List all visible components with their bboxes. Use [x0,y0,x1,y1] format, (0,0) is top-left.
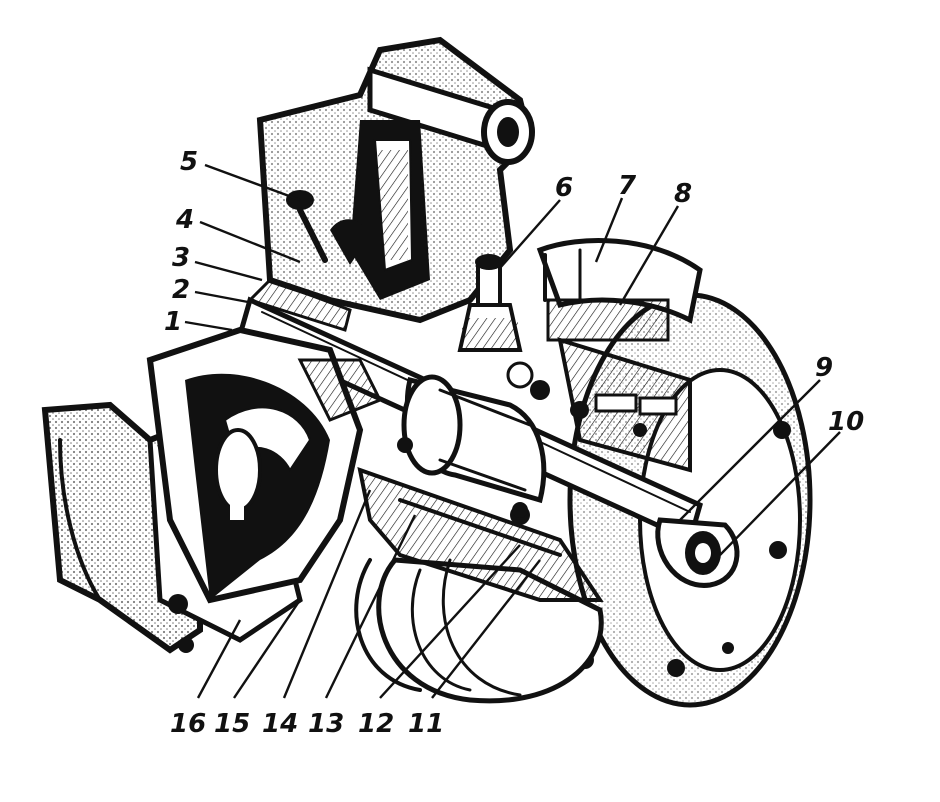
left-housing [146,326,383,604]
grease-fitting [457,254,523,352]
leader-line-1 [184,320,233,332]
callout-11: 11 [408,709,444,739]
lower-body [357,437,604,602]
leader-line-10 [719,431,841,556]
callout-15: 15 [214,709,250,739]
callout-7: 7 [618,171,637,201]
housing-upper [256,36,535,324]
leader-line-2 [194,290,249,304]
leader-line-13 [324,514,417,699]
callout-labels: 5 4 3 2 1 6 7 8 9 10 11 12 13 14 15 16 [164,147,864,739]
callout-9: 9 [815,353,833,383]
callout-4: 4 [175,205,194,235]
leader-line-4 [199,220,301,264]
callout-8: 8 [674,179,692,209]
callout-2: 2 [172,275,190,305]
callout-16: 16 [170,709,206,739]
leader-line-5 [204,163,301,202]
leader-lines [184,163,841,699]
leader-line-15 [233,599,301,699]
leader-line-14 [282,489,372,699]
callout-12: 12 [358,709,394,739]
upper-drum-segment [536,238,703,342]
leader-line-3 [194,260,263,282]
assembly-drawing [41,36,813,708]
callout-3: 3 [172,243,190,273]
leader-line-6 [499,199,561,269]
leader-line-16 [196,619,242,699]
leader-line-9 [679,379,821,521]
callout-14: 14 [262,709,298,739]
callout-5: 5 [180,147,198,177]
leader-line-7 [594,197,624,263]
hub-section [557,337,692,473]
leader-line-12 [379,544,521,699]
leader-line-11 [431,559,541,699]
callout-6: 6 [555,173,573,203]
callout-10: 10 [828,407,864,437]
leader-line-8 [618,205,680,306]
callout-1: 1 [164,307,182,337]
callout-13: 13 [308,709,344,739]
